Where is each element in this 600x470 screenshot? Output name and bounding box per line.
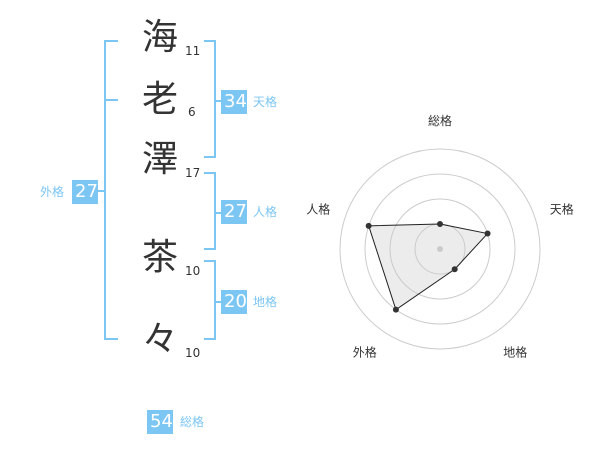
name-char-4: 茶 <box>141 237 178 278</box>
radar-ring-4 <box>339 148 541 350</box>
gaikaku-bracket-mid <box>104 99 118 101</box>
chikaku-bracket-vertical <box>214 260 216 340</box>
name-char-3: 澤 <box>141 139 178 180</box>
tenkaku-bracket-vertical <box>214 40 216 158</box>
tenkaku-bracket-top <box>204 40 216 42</box>
chikaku-label: 地格 <box>253 295 278 309</box>
gaikaku-bracket-connector <box>98 190 106 192</box>
radar-axis-label: 総格 <box>428 113 452 128</box>
stroke-count-4: 10 <box>185 264 201 278</box>
radar-center <box>437 246 443 252</box>
radar-axis-label: 人格 <box>306 201 330 216</box>
jinkaku-bracket-bottom <box>204 248 216 250</box>
chikaku-badge: 20 <box>221 290 247 314</box>
soukaku-label: 総格 <box>180 415 205 429</box>
radar-point-総格 <box>437 221 443 227</box>
tenkaku-label: 天格 <box>253 95 278 109</box>
chikaku-bracket-top <box>204 260 216 262</box>
stroke-count-3: 17 <box>185 166 201 180</box>
radar-ring-2 <box>389 198 491 300</box>
jinkaku-bracket-top <box>204 172 216 174</box>
radar-point-外格 <box>392 306 399 313</box>
name-char-1: 海 <box>141 17 178 58</box>
gaikaku-label: 外格 <box>40 185 65 199</box>
tenkaku-bracket-bottom <box>204 156 216 158</box>
jinkaku-bracket-vertical <box>214 172 216 250</box>
chikaku-bracket-bottom <box>204 338 216 340</box>
radar-ring-3 <box>364 173 516 325</box>
name-char-2: 老 <box>141 79 178 120</box>
tenkaku-bracket-connector <box>214 100 222 102</box>
radar-series-polygon <box>367 223 489 311</box>
chikaku-bracket-connector <box>214 301 222 303</box>
jinkaku-badge: 27 <box>221 200 247 224</box>
radar-point-天格 <box>484 230 491 237</box>
stroke-count-5: 10 <box>185 346 201 360</box>
radar-axis-label: 地格 <box>503 345 527 360</box>
stroke-count-1: 11 <box>185 44 201 58</box>
name-char-5: 々 <box>141 319 178 360</box>
jinkaku-label: 人格 <box>253 205 278 219</box>
radar-axis-label: 天格 <box>550 201 574 216</box>
radar-axis-label: 外格 <box>353 345 377 360</box>
radar-point-地格 <box>451 266 458 273</box>
gaikaku-badge: 27 <box>72 180 98 204</box>
gaikaku-bracket-top <box>104 40 118 42</box>
radar-point-人格 <box>365 222 372 229</box>
tenkaku-badge: 34 <box>221 90 247 114</box>
soukaku-badge: 54 <box>147 410 173 434</box>
stroke-count-2: 6 <box>188 105 196 119</box>
jinkaku-bracket-connector <box>214 212 222 214</box>
gaikaku-bracket-bottom <box>104 338 118 340</box>
